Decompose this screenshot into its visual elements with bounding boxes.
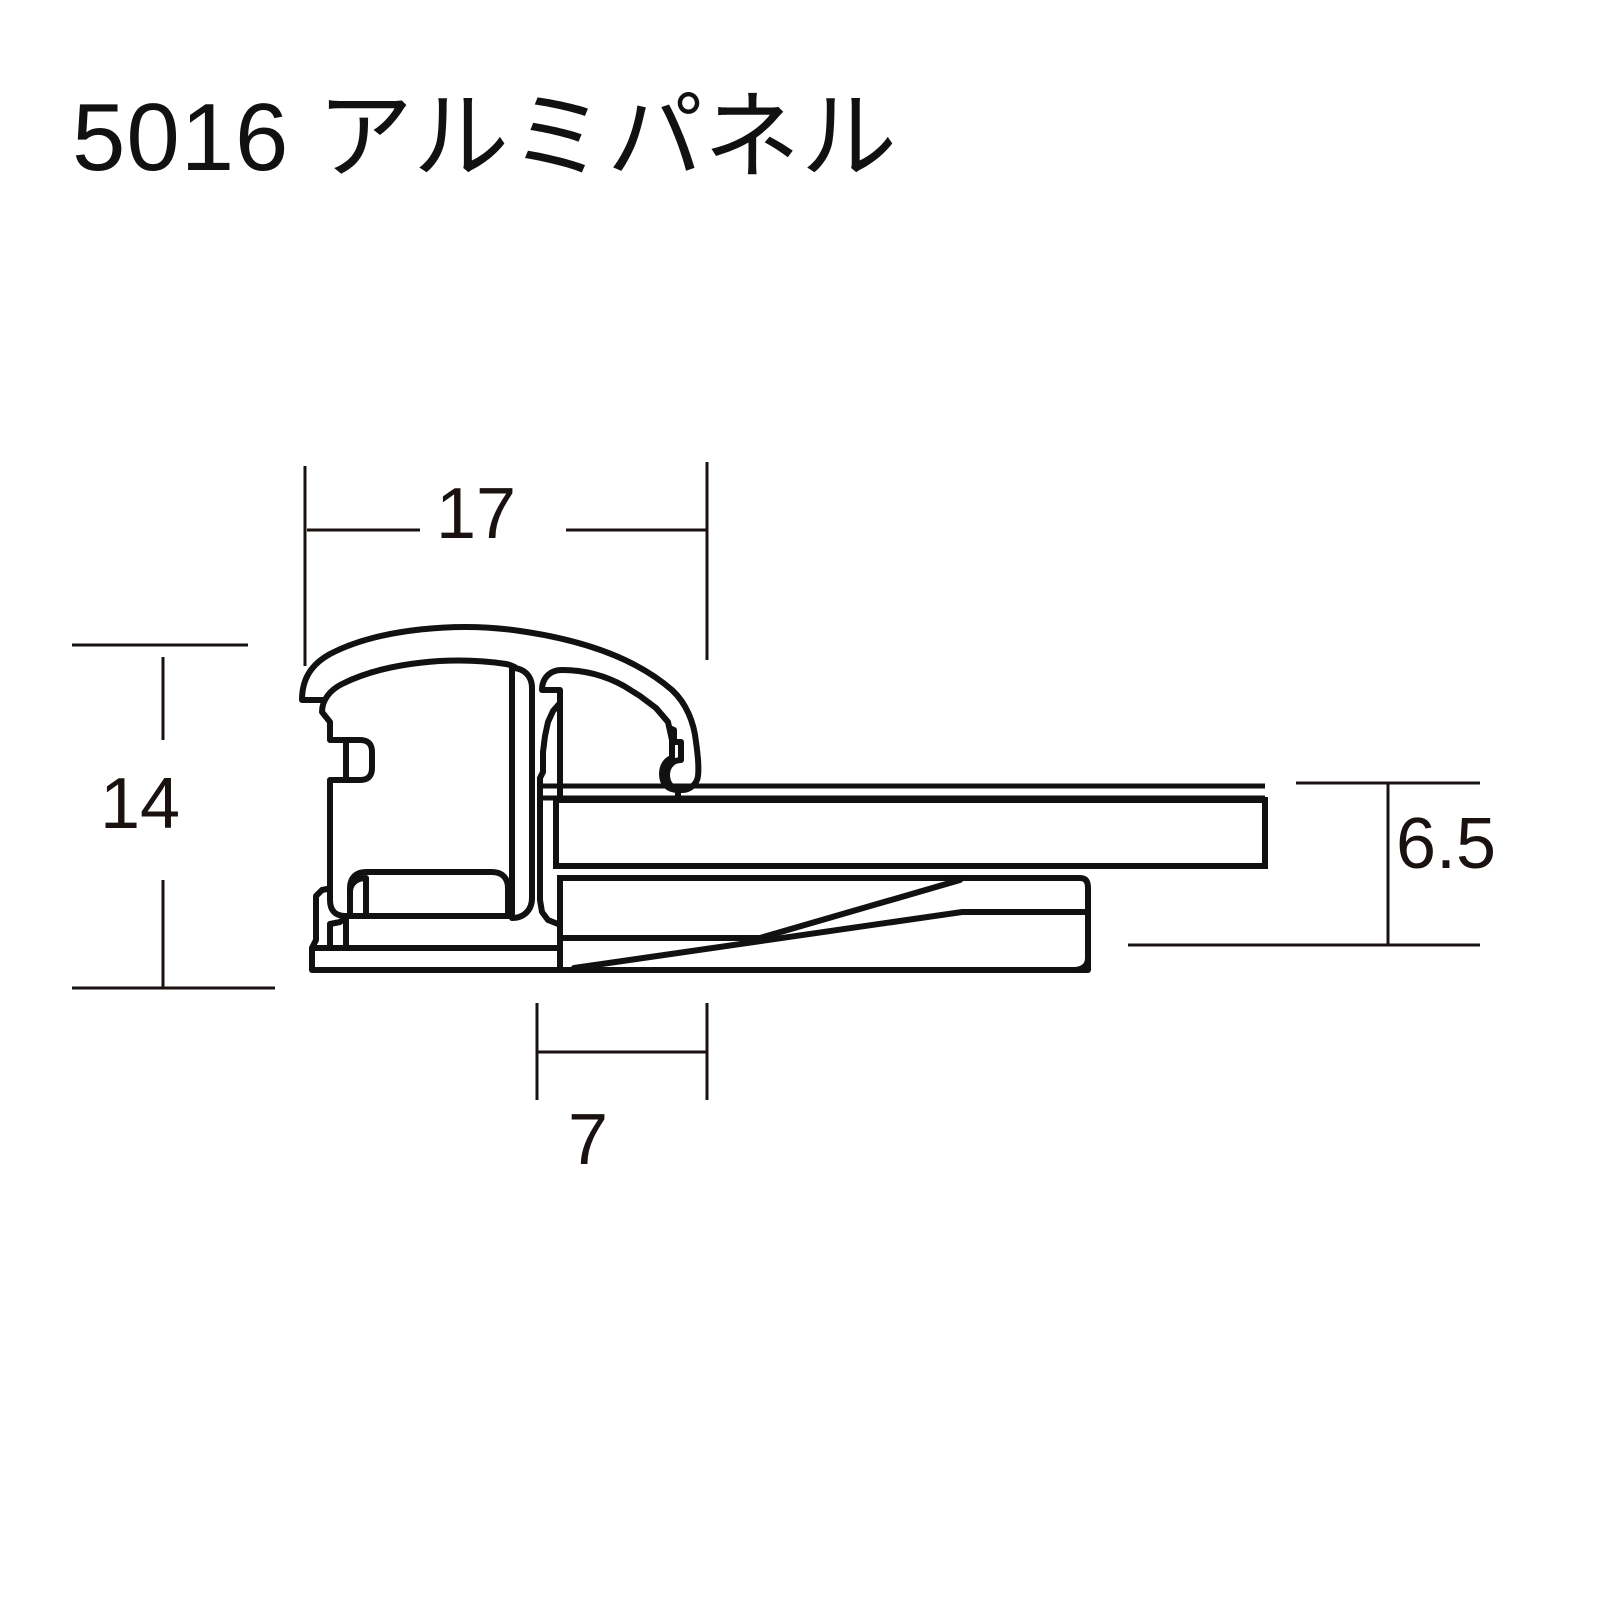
- profile-shelf-notch: [347, 875, 369, 919]
- dimension-label-panel-thickness: 6.5: [1396, 804, 1497, 884]
- dimension-6-5: [1128, 781, 1480, 947]
- profile-central-web: [509, 665, 535, 921]
- wedge-outer: [557, 875, 1091, 973]
- dimension-7: [535, 1003, 709, 1100]
- dimension-17: [303, 462, 709, 666]
- dimension-label-rebate: 7: [568, 1100, 609, 1180]
- hanger-wedge-block: [557, 875, 1091, 973]
- dimension-14: [72, 643, 275, 990]
- dimension-label-height: 14: [100, 764, 181, 844]
- wedge-slope-lower: [571, 909, 1089, 971]
- wedge-slope-upper: [557, 877, 963, 941]
- backing-panel: [553, 797, 1268, 869]
- dimension-lines: [72, 462, 1480, 1100]
- backing-panel-body: [553, 797, 1268, 869]
- page-title: 5016 アルミパネル: [72, 84, 898, 191]
- dimension-label-width: 17: [436, 474, 517, 554]
- profile-inner-shelf: [347, 869, 511, 919]
